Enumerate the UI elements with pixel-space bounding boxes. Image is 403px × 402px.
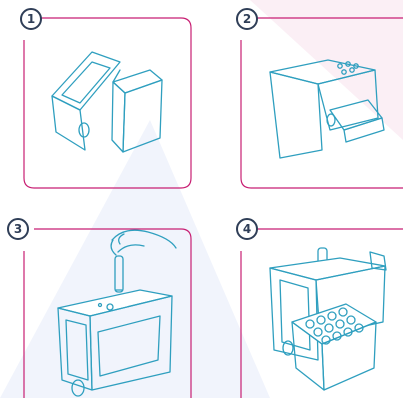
step-number-4: 4 xyxy=(236,218,258,240)
hand-icon xyxy=(110,229,177,256)
knob-icon xyxy=(326,113,336,127)
step-2-panel: 2 xyxy=(200,0,403,195)
test-tube-icon xyxy=(114,255,124,293)
step-3-illustration xyxy=(23,228,192,398)
drawer-icon xyxy=(329,99,385,143)
step-number-2: 2 xyxy=(236,8,258,30)
step-4-illustration xyxy=(240,228,403,398)
step-1-illustration xyxy=(23,17,192,189)
device-body-icon xyxy=(269,251,387,361)
step-number-1: 1 xyxy=(20,8,42,30)
tube-rack-icon xyxy=(291,303,377,391)
step-1-panel: 1 xyxy=(0,0,200,195)
knob-icon xyxy=(71,379,85,397)
knob-icon xyxy=(282,340,294,356)
step-2-illustration xyxy=(240,17,403,189)
device-lid-icon xyxy=(51,51,121,151)
knob-icon xyxy=(78,122,90,138)
step-number-3: 3 xyxy=(7,218,29,240)
device-box-icon xyxy=(111,69,163,153)
step-4-panel: 4 xyxy=(200,200,403,398)
device-body-icon xyxy=(57,289,173,391)
device-body-icon xyxy=(269,59,379,159)
step-3-panel: 3 xyxy=(0,200,200,398)
